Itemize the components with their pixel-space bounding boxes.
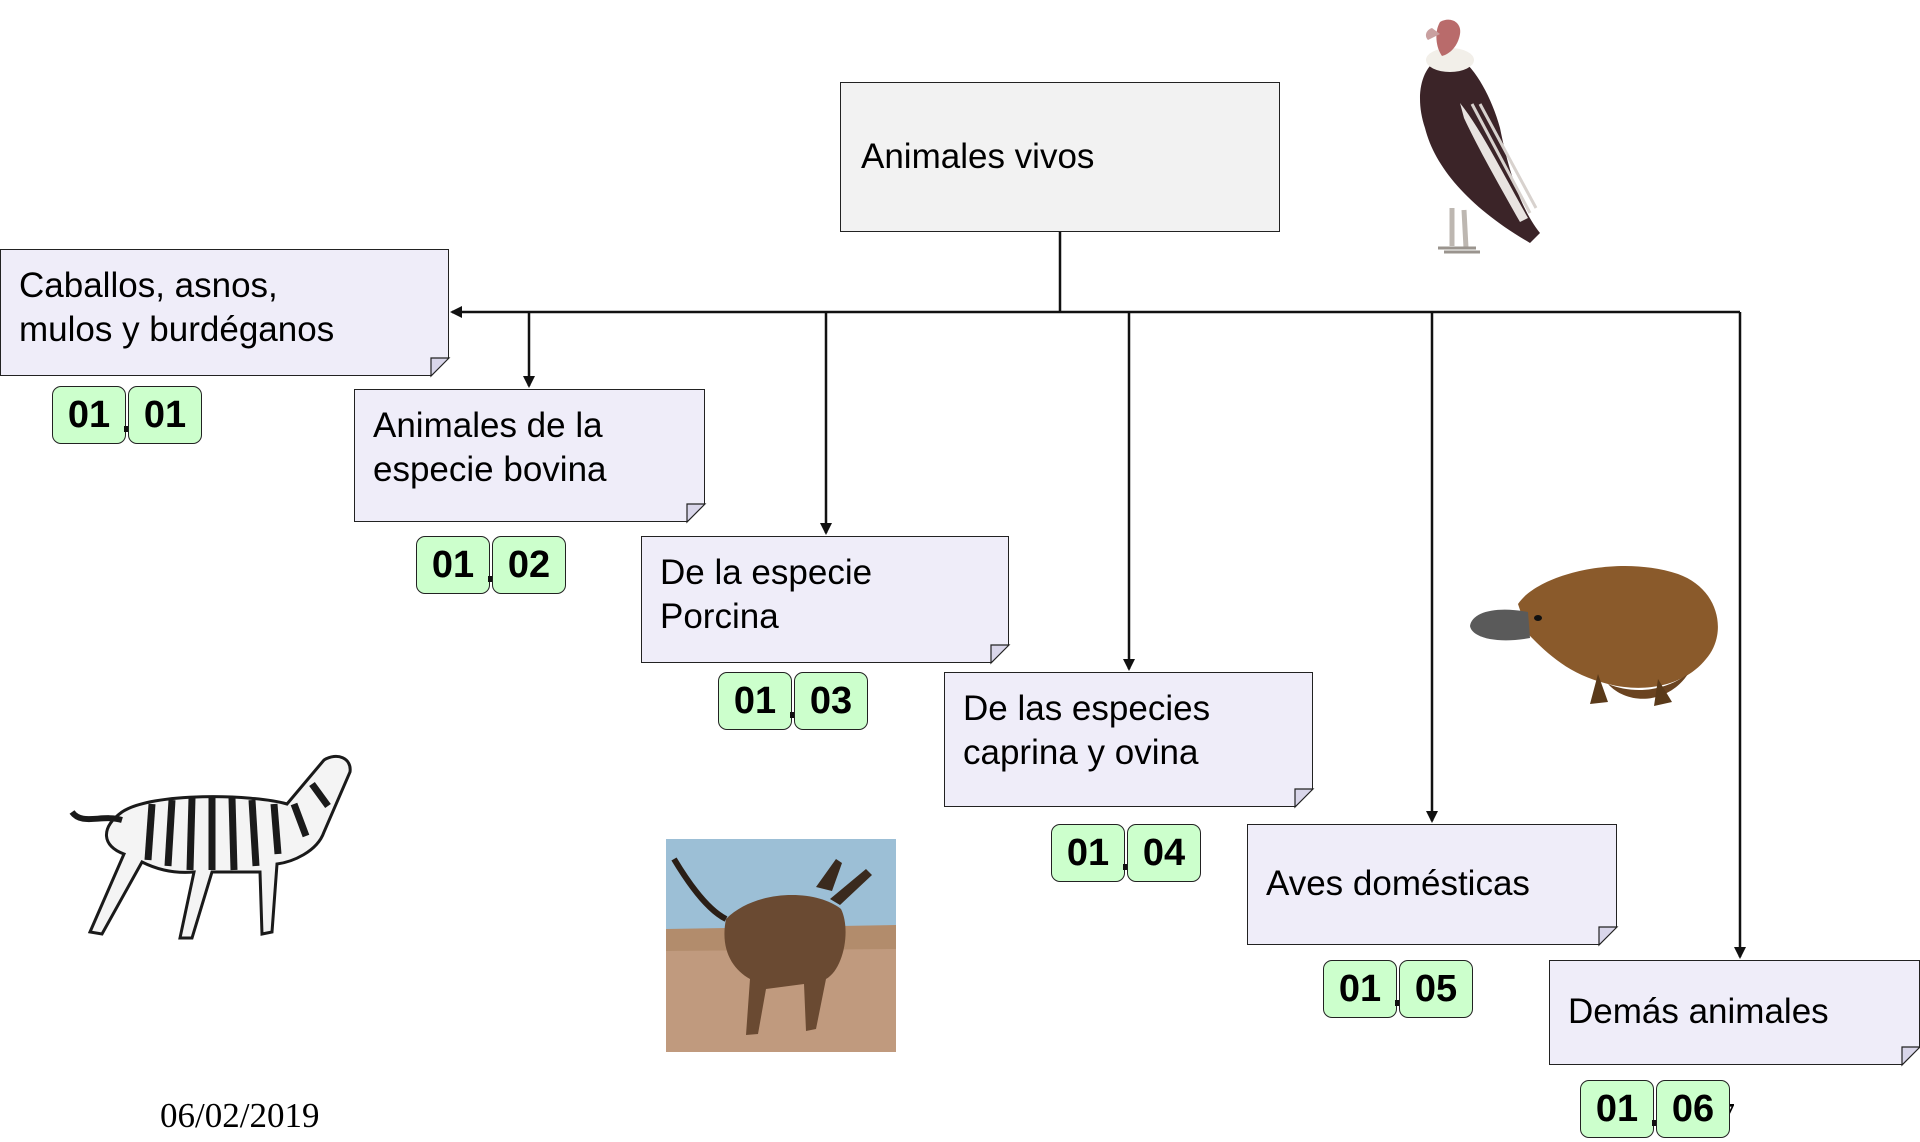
fold-corner [1294, 788, 1315, 809]
code-dot [488, 576, 494, 582]
fold-corner [430, 357, 451, 378]
fold-corner [1901, 1046, 1920, 1067]
platypus-photo-icon [1470, 565, 1718, 706]
code-heading: 05 [1399, 960, 1473, 1018]
code-dot [1395, 1000, 1401, 1006]
code-heading: 02 [492, 536, 566, 594]
zebra-photo-icon [69, 755, 352, 940]
node-demas: Demás animales [1549, 960, 1920, 1065]
condor-photo-icon [1420, 19, 1540, 254]
node-label: Animales de la especie bovina [373, 406, 607, 490]
code-heading: 06 [1656, 1080, 1730, 1138]
node-aves: Aves domésticas [1247, 824, 1617, 945]
node-caprina-ovina: De las especies caprina y ovina [944, 672, 1313, 807]
node-label: Aves domésticas [1266, 864, 1530, 904]
code-chapter: 01 [718, 672, 792, 730]
node-porcina: De la especie Porcina [641, 536, 1009, 663]
fold-corner [1598, 926, 1619, 947]
code-dot [790, 712, 796, 718]
node-label: Caballos, asnos, mulos y burdéganos [19, 266, 335, 350]
code-chapter: 01 [1051, 824, 1125, 882]
code-dot [1652, 1120, 1658, 1126]
node-bovina: Animales de la especie bovina [354, 389, 705, 522]
code-heading: 03 [794, 672, 868, 730]
node-label: Demás animales [1568, 992, 1829, 1032]
code-chapter: 01 [1580, 1080, 1654, 1138]
wildebeest-photo-icon [666, 839, 896, 1052]
code-heading: 04 [1127, 824, 1201, 882]
code-dot [124, 426, 130, 432]
code-chapter: 01 [1323, 960, 1397, 1018]
code-dot [1123, 864, 1129, 870]
code-heading: 01 [128, 386, 202, 444]
root-box: Animales vivos [840, 82, 1280, 232]
fold-corner [990, 644, 1011, 665]
code-chapter: 01 [416, 536, 490, 594]
root-label: Animales vivos [861, 137, 1095, 176]
node-label: De las especies caprina y ovina [963, 689, 1211, 773]
node-caballos: Caballos, asnos, mulos y burdéganos [0, 249, 449, 376]
node-label: De la especie Porcina [660, 553, 873, 637]
footer-date: 06/02/2019 [160, 1096, 320, 1135]
code-chapter: 01 [52, 386, 126, 444]
fold-corner [686, 503, 707, 524]
